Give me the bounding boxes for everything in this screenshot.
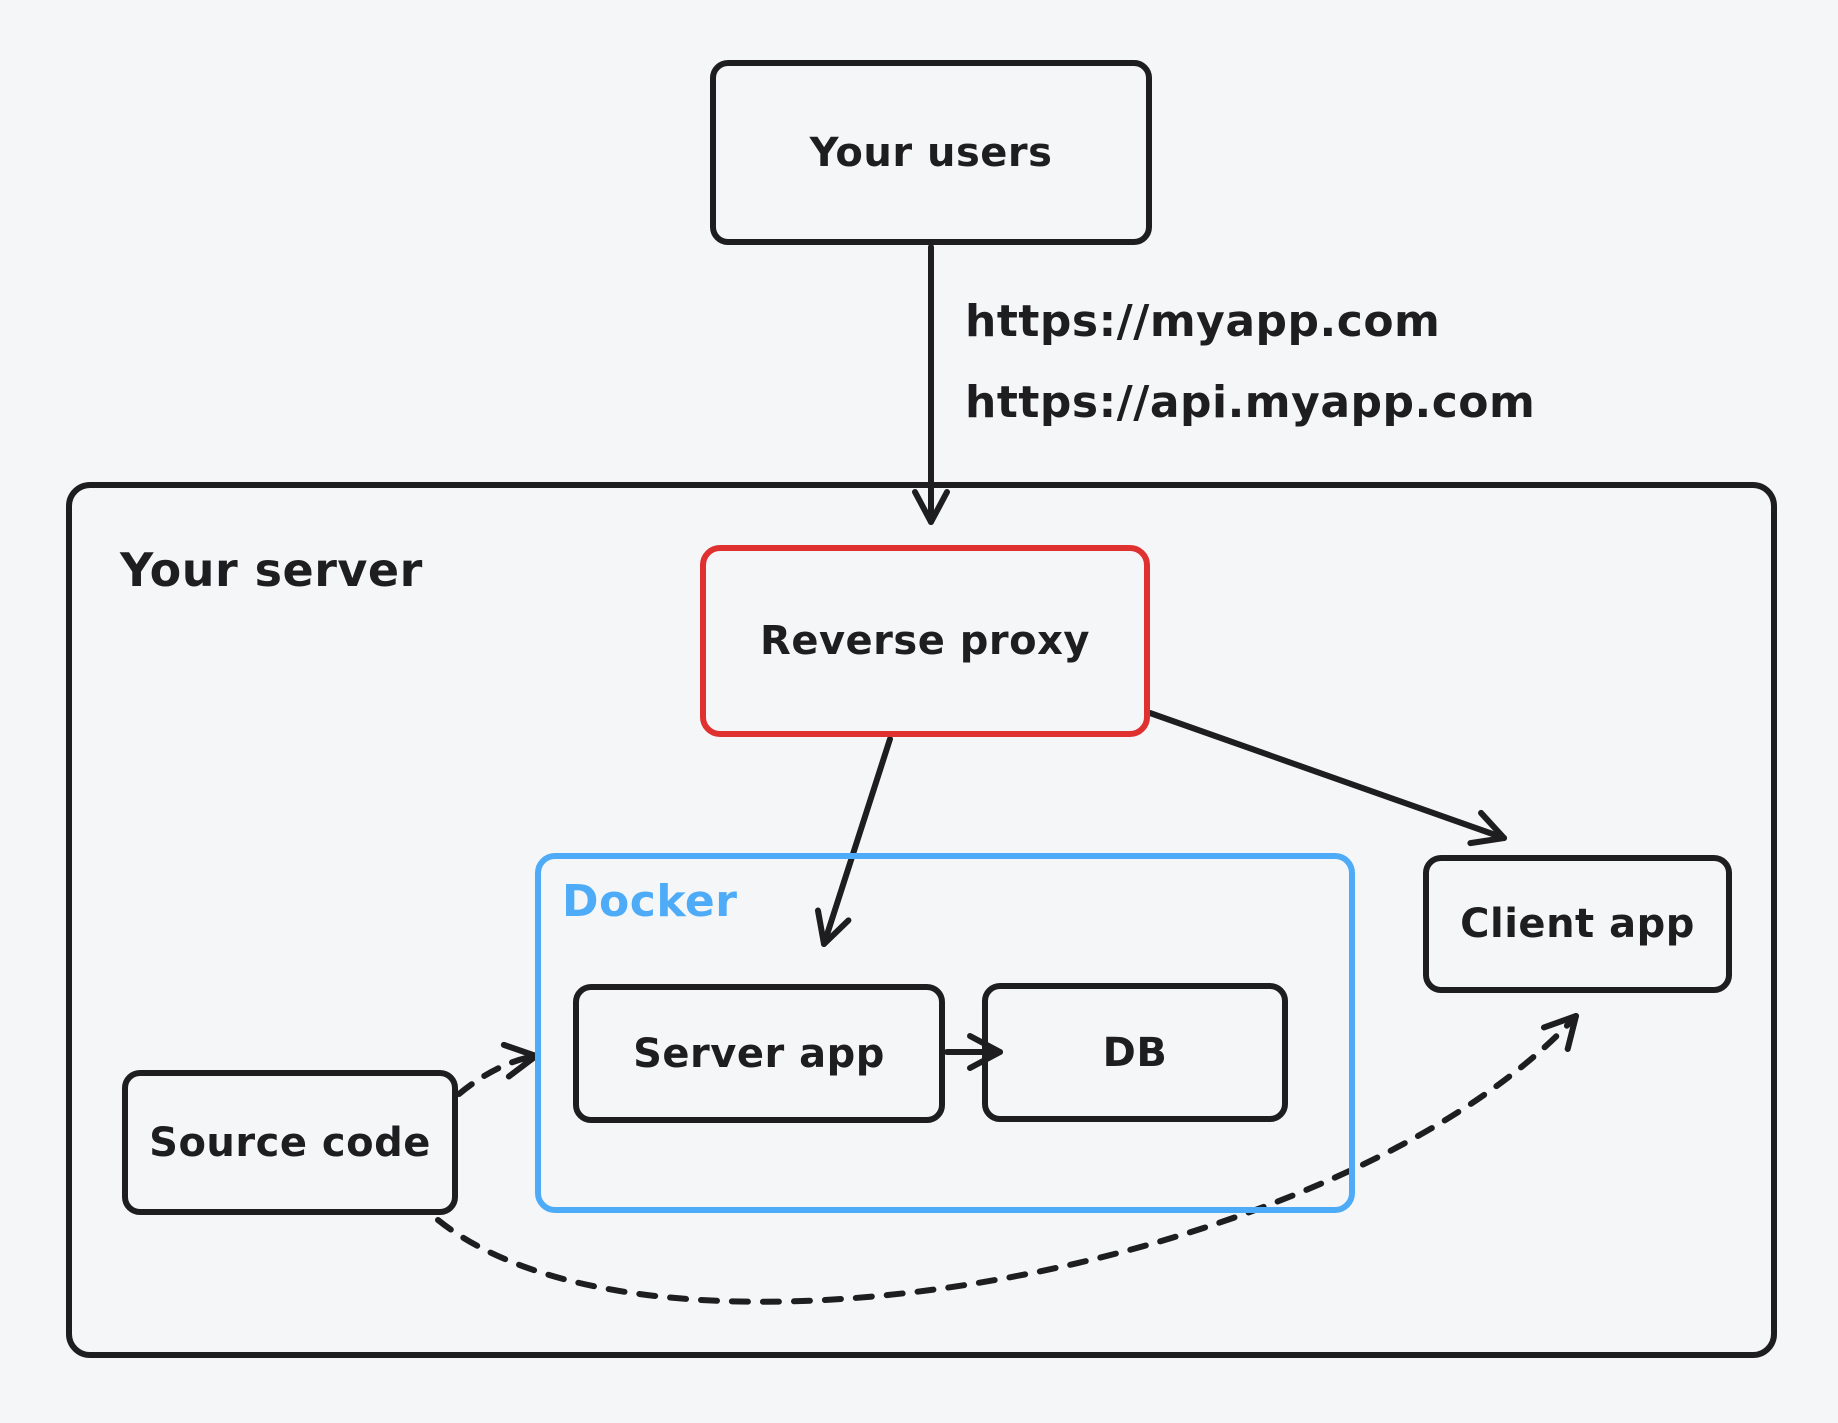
server-app-box: Server app [573, 984, 945, 1123]
client-app-label: Client app [1460, 901, 1695, 947]
request-url-myapp: https://myapp.com [965, 296, 1441, 347]
reverse-proxy-box: Reverse proxy [700, 545, 1150, 737]
client-app-box: Client app [1423, 855, 1732, 993]
source-code-box: Source code [122, 1070, 458, 1215]
server-app-label: Server app [633, 1030, 885, 1077]
db-box: DB [982, 983, 1288, 1122]
docker-label: Docker [562, 876, 738, 927]
docker-box [535, 853, 1355, 1213]
your-users-box: Your users [710, 60, 1152, 245]
db-label: DB [1102, 1029, 1168, 1076]
your-users-label: Your users [809, 129, 1053, 176]
your-server-label: Your server [120, 543, 423, 597]
source-code-label: Source code [149, 1119, 431, 1166]
request-url-api-myapp: https://api.myapp.com [965, 377, 1536, 428]
reverse-proxy-label: Reverse proxy [760, 618, 1090, 664]
your-server-box [66, 482, 1777, 1358]
